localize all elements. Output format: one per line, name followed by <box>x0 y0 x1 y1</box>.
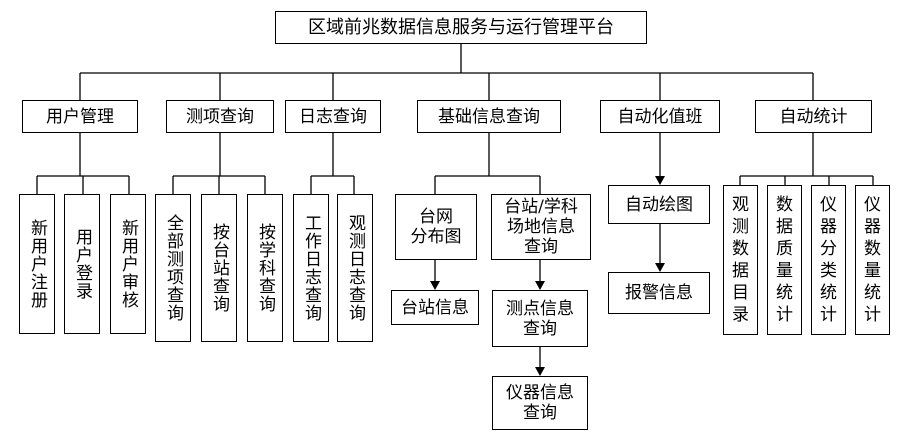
module-label: 自动统计 <box>779 106 848 127</box>
item-station-info: 台站信息 <box>391 290 479 325</box>
item-label: 仪器信息 查询 <box>506 383 574 423</box>
item-label: 数据质量统计 <box>776 195 793 325</box>
item-instrument-category-stats: 仪器分类统计 <box>811 185 846 335</box>
item-new-user-review: 新用户审核 <box>110 194 146 334</box>
item-label: 自动绘图 <box>625 194 693 215</box>
item-label: 观测数据目录 <box>732 195 749 325</box>
arrowhead <box>535 281 545 290</box>
arrowhead <box>655 176 665 185</box>
item-label: 新用户审核 <box>118 219 138 309</box>
item-label: 台站信息 <box>401 297 469 318</box>
item-by-station-query: 按台站查询 <box>201 194 237 342</box>
module-label: 用户管理 <box>46 106 114 127</box>
arrowhead <box>655 263 665 272</box>
item-label: 台站/学科 场地信息 查询 <box>504 197 578 257</box>
item-network-map: 台网 分布图 <box>395 194 477 260</box>
item-auto-plot: 自动绘图 <box>608 185 710 224</box>
module-basic-info-query: 基础信息查询 <box>417 100 561 133</box>
item-new-user-register: 新用户注册 <box>19 194 55 334</box>
module-user-management: 用户管理 <box>22 100 138 133</box>
item-point-info-query: 测点信息 查询 <box>492 290 588 347</box>
item-label: 报警信息 <box>625 283 693 303</box>
module-automated-duty: 自动化值班 <box>600 100 720 133</box>
module-survey-query: 测项查询 <box>166 100 274 133</box>
item-instrument-info-query: 仪器信息 查询 <box>492 376 588 430</box>
item-label: 台网 分布图 <box>410 207 462 247</box>
item-label: 按台站查询 <box>209 223 229 313</box>
item-label: 工作日志查询 <box>301 214 321 322</box>
item-all-survey-query: 全部测项查询 <box>155 194 191 342</box>
root-node: 区域前兆数据信息服务与运行管理平台 <box>275 11 647 44</box>
item-label: 全部测项查询 <box>163 214 183 322</box>
module-log-query: 日志查询 <box>285 100 381 133</box>
root-label: 区域前兆数据信息服务与运行管理平台 <box>308 16 614 38</box>
item-label: 观测日志查询 <box>345 214 365 322</box>
item-label: 按学科查询 <box>255 223 275 313</box>
module-label: 基础信息查询 <box>438 106 540 127</box>
item-alarm-info: 报警信息 <box>608 272 710 314</box>
item-label: 测点信息 查询 <box>506 298 574 339</box>
module-automated-stats: 自动统计 <box>755 100 872 133</box>
module-label: 自动化值班 <box>617 106 703 127</box>
item-label: 新用户注册 <box>27 219 47 309</box>
item-data-quality-stats: 数据质量统计 <box>767 185 802 335</box>
item-observation-data-catalog: 观测数据目录 <box>723 185 758 335</box>
item-by-discipline-query: 按学科查询 <box>247 194 283 342</box>
item-label: 用户登录 <box>72 228 92 300</box>
arrowhead <box>430 281 440 290</box>
item-station-field-info-query: 台站/学科 场地信息 查询 <box>491 194 591 260</box>
module-label: 测项查询 <box>186 106 254 127</box>
module-label: 日志查询 <box>299 106 367 127</box>
item-work-log-query: 工作日志查询 <box>293 194 329 342</box>
arrowhead <box>535 367 545 376</box>
item-user-login: 用户登录 <box>64 194 100 334</box>
item-instrument-count-stats: 仪器数量统计 <box>855 185 890 335</box>
item-label: 仪器分类统计 <box>820 195 837 325</box>
item-label: 仪器数量统计 <box>864 195 881 325</box>
item-observation-log-query: 观测日志查询 <box>337 194 373 342</box>
